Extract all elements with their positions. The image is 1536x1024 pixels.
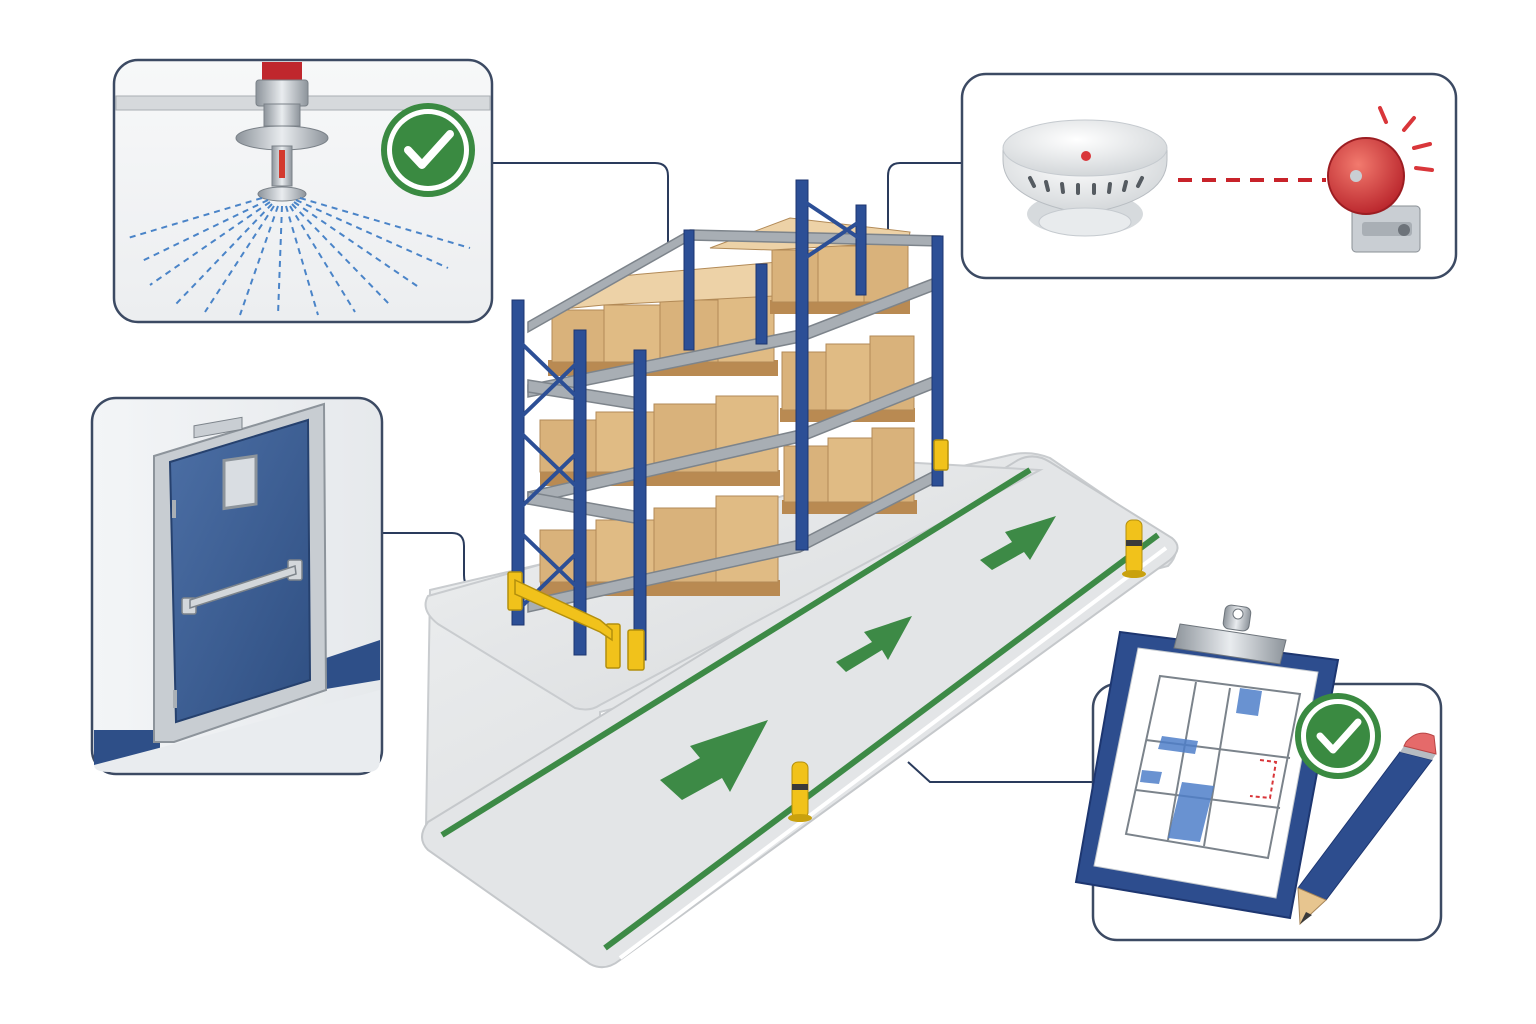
connector-inspection (907, 761, 1093, 783)
panel-sprinkler (112, 58, 494, 324)
box (715, 395, 779, 473)
connector-lines (382, 162, 1093, 783)
check-icon (381, 103, 475, 197)
green-arrow-icon (660, 720, 768, 800)
connector-sprinkler (492, 162, 669, 250)
walkway-line-left (440, 467, 1032, 838)
upright (573, 329, 587, 656)
guard-rail (514, 578, 613, 642)
bollard (788, 761, 812, 822)
water-spray (127, 197, 471, 316)
green-arrow-icon (980, 516, 1056, 570)
panel-smoke-alarm (960, 72, 1458, 280)
walkway-arrows (660, 516, 1056, 800)
clipboard-floorplan-icon (1043, 604, 1340, 920)
floor-strip (94, 690, 380, 772)
sprinkler-icon (235, 62, 329, 202)
push-bar (181, 559, 303, 615)
rack-bracing (516, 198, 864, 612)
panel-fire-exit (90, 396, 384, 776)
box (539, 529, 597, 583)
smoke-detector-icon (1002, 119, 1168, 237)
upright (755, 263, 768, 345)
upright (633, 349, 647, 661)
door-hinge (173, 690, 177, 708)
guard-post (627, 629, 645, 671)
door-window (222, 454, 258, 511)
walkway-slab (421, 455, 1179, 969)
wall-baseboard (320, 640, 380, 690)
pencil-icon (1297, 732, 1437, 926)
alarm-bell-icon (1327, 106, 1434, 253)
door-hinge (172, 500, 176, 518)
bollard (1122, 519, 1146, 578)
walkway-line-right-inner (618, 546, 1168, 960)
box (827, 437, 873, 503)
floorplan-route (1249, 759, 1278, 800)
box (771, 249, 819, 303)
upright (931, 235, 944, 487)
storage-rack (507, 179, 949, 671)
clipboard-clip (1173, 604, 1287, 665)
box (603, 304, 661, 363)
box (825, 343, 871, 411)
green-arrow-icon (836, 616, 912, 672)
rack-uprights (511, 179, 944, 661)
check-icon (1295, 693, 1381, 779)
floorplan-rooms (1140, 688, 1262, 842)
walkway-line-right (603, 532, 1160, 951)
upright (683, 229, 695, 351)
exit-door-icon (153, 402, 328, 743)
guard-post (933, 439, 949, 471)
panel-inspection (1043, 604, 1443, 942)
upright (795, 179, 809, 551)
rack-guard (507, 439, 949, 671)
bollards (788, 519, 1146, 822)
door-closer (193, 416, 243, 439)
upright (511, 299, 525, 626)
connector-alarm (887, 162, 962, 230)
upright (855, 204, 867, 296)
